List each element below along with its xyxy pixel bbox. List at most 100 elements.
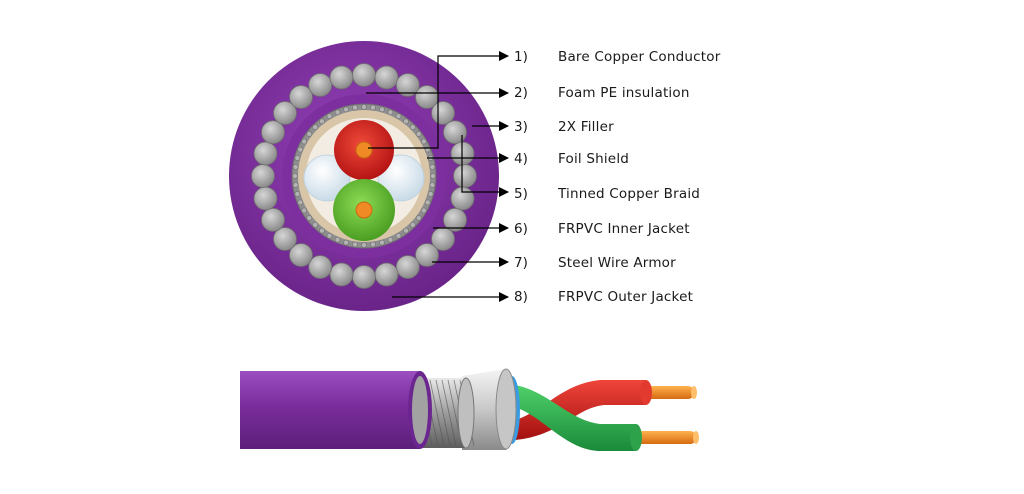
legend-number: 1) — [514, 49, 528, 65]
wire-strand — [378, 239, 385, 246]
legend-number: 8) — [514, 289, 528, 305]
wire-strand — [351, 241, 358, 248]
wire-strand — [343, 239, 350, 246]
wire-strand — [291, 172, 298, 179]
wire-strand — [301, 207, 308, 214]
wire-strand — [360, 241, 367, 248]
wire-strand — [429, 181, 436, 188]
wire-strand — [306, 130, 313, 137]
copper-end-top — [638, 386, 694, 399]
legend-label: Bare Copper Conductor — [558, 49, 721, 65]
legend-label: FRPVC Inner Jacket — [558, 221, 690, 237]
side-view — [240, 368, 699, 451]
braid-wires — [291, 104, 436, 248]
wire-strand — [395, 73, 420, 97]
legend-number: 5) — [514, 186, 528, 202]
wire-strand — [334, 109, 341, 116]
wire-strand — [289, 243, 313, 267]
wire-strand — [292, 163, 299, 170]
wire-strand — [318, 118, 325, 125]
legend-label: Tinned Copper Braid — [558, 186, 701, 202]
filler-left — [303, 154, 351, 202]
wire-strand — [424, 199, 431, 206]
legend-number: 6) — [514, 221, 528, 237]
wire-strand — [352, 265, 376, 289]
wire-strand — [253, 186, 278, 211]
wire-strand — [308, 255, 333, 279]
wire-strand — [326, 232, 333, 239]
leader-lines — [366, 51, 509, 302]
wire-strand — [431, 101, 455, 125]
wire-strand — [329, 65, 354, 90]
legend-label: Foam PE insulation — [558, 85, 690, 101]
wire-strand — [453, 164, 477, 188]
wire-strand — [409, 221, 416, 228]
wire-strand — [326, 113, 333, 120]
green-conductor — [506, 384, 636, 451]
wire-strand — [273, 101, 297, 125]
wire-strand — [289, 85, 313, 109]
wire-strand — [273, 227, 297, 251]
wire-strand — [318, 227, 325, 234]
wire-strand — [329, 262, 354, 287]
wire-strand — [352, 63, 376, 87]
armor-hatch — [435, 379, 451, 447]
wire-strand — [374, 262, 399, 287]
wire-strand — [395, 113, 402, 120]
wire-strand — [420, 207, 427, 214]
legend-label: Steel Wire Armor — [558, 255, 676, 271]
wire-strand — [294, 190, 301, 197]
wire-strand — [294, 155, 301, 162]
wire-strand — [402, 118, 409, 125]
wire-strand — [415, 130, 422, 137]
wire-strand — [443, 120, 467, 145]
wire-strand — [378, 106, 385, 113]
wire-strand — [427, 190, 434, 197]
steel-wire-armor — [251, 63, 477, 289]
red-conductor — [510, 380, 646, 440]
wire-strand — [301, 138, 308, 145]
wire-strand — [387, 109, 394, 116]
wire-strand — [415, 243, 439, 267]
wire-strand — [387, 236, 394, 243]
wire-strand — [429, 163, 436, 170]
wire-strand — [253, 141, 278, 166]
legend-label: FRPVC Outer Jacket — [558, 289, 694, 305]
armor-hatch — [429, 379, 445, 447]
wire-strand — [443, 207, 467, 232]
wire-strand — [429, 172, 436, 179]
wire-strand — [420, 138, 427, 145]
copper-end-bottom — [636, 431, 696, 444]
legend-number: 4) — [514, 151, 528, 167]
wire-strand — [261, 207, 285, 232]
legend-number: 3) — [514, 119, 528, 135]
legend-number: 7) — [514, 255, 528, 271]
legend-label: Foil Shield — [558, 151, 630, 167]
wire-strand — [312, 221, 319, 228]
wire-strand — [251, 164, 275, 188]
wire-strand — [308, 73, 333, 97]
conductor-red — [355, 141, 373, 159]
wire-strand — [312, 124, 319, 131]
wire-strand — [415, 214, 422, 221]
wire-strand — [261, 120, 285, 145]
wire-strand — [351, 104, 358, 111]
filler-right — [377, 154, 425, 202]
wire-strand — [395, 255, 420, 279]
wire-strand — [292, 181, 299, 188]
armor-hatch — [441, 379, 457, 447]
wire-strand — [334, 236, 341, 243]
wire-strand — [395, 232, 402, 239]
wire-strand — [402, 227, 409, 234]
wire-strand — [343, 106, 350, 113]
legend-label: 2X Filler — [558, 119, 614, 135]
conductor-green — [355, 201, 373, 219]
outer-jacket-side — [240, 371, 420, 449]
wire-strand — [297, 146, 304, 153]
wire-strand — [306, 214, 313, 221]
wire-strand — [369, 241, 376, 248]
wire-strand — [360, 104, 367, 111]
legend-number: 2) — [514, 85, 528, 101]
wire-strand — [297, 199, 304, 206]
